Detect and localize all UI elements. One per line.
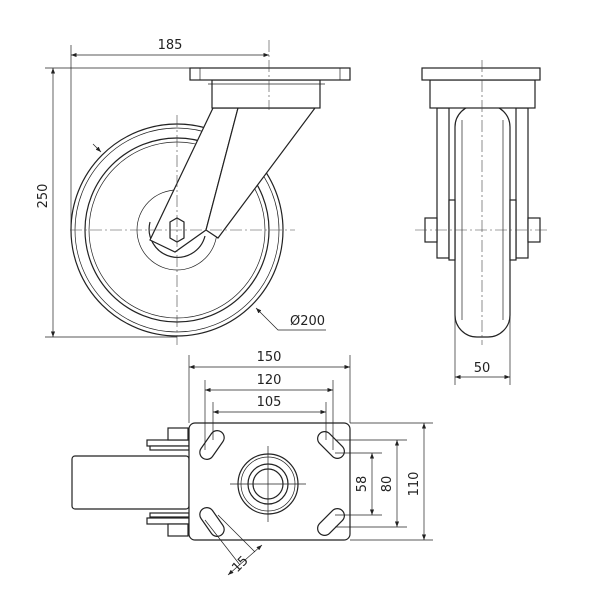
dim-250: 250	[36, 184, 51, 209]
wheel-side	[454, 104, 511, 338]
swivel-housing	[211, 79, 321, 109]
bolt-head-bottom	[167, 523, 189, 537]
top-view: 150 120 105 58 80 110 15	[71, 350, 433, 576]
swivel-housing-side	[429, 79, 536, 109]
dim-185: 185	[158, 38, 183, 53]
mounting-plate	[188, 422, 351, 541]
fork-left	[436, 107, 450, 259]
side-view: 50	[415, 60, 548, 385]
dim-diameter-200: Ø200	[290, 314, 325, 329]
dim-80: 80	[380, 476, 395, 493]
dim-105: 105	[257, 395, 282, 410]
top-plate	[189, 67, 351, 81]
bolt-head-top	[167, 427, 189, 441]
dim-120: 120	[257, 373, 282, 388]
front-view: 185 250 Ø200	[36, 38, 351, 345]
dim-110: 110	[407, 472, 422, 497]
wheel-top	[71, 455, 190, 510]
fork-right	[515, 107, 529, 259]
dim-50: 50	[474, 361, 491, 376]
dim-150: 150	[257, 350, 282, 365]
dim-58: 58	[355, 476, 370, 493]
top-plate-side	[421, 67, 541, 81]
